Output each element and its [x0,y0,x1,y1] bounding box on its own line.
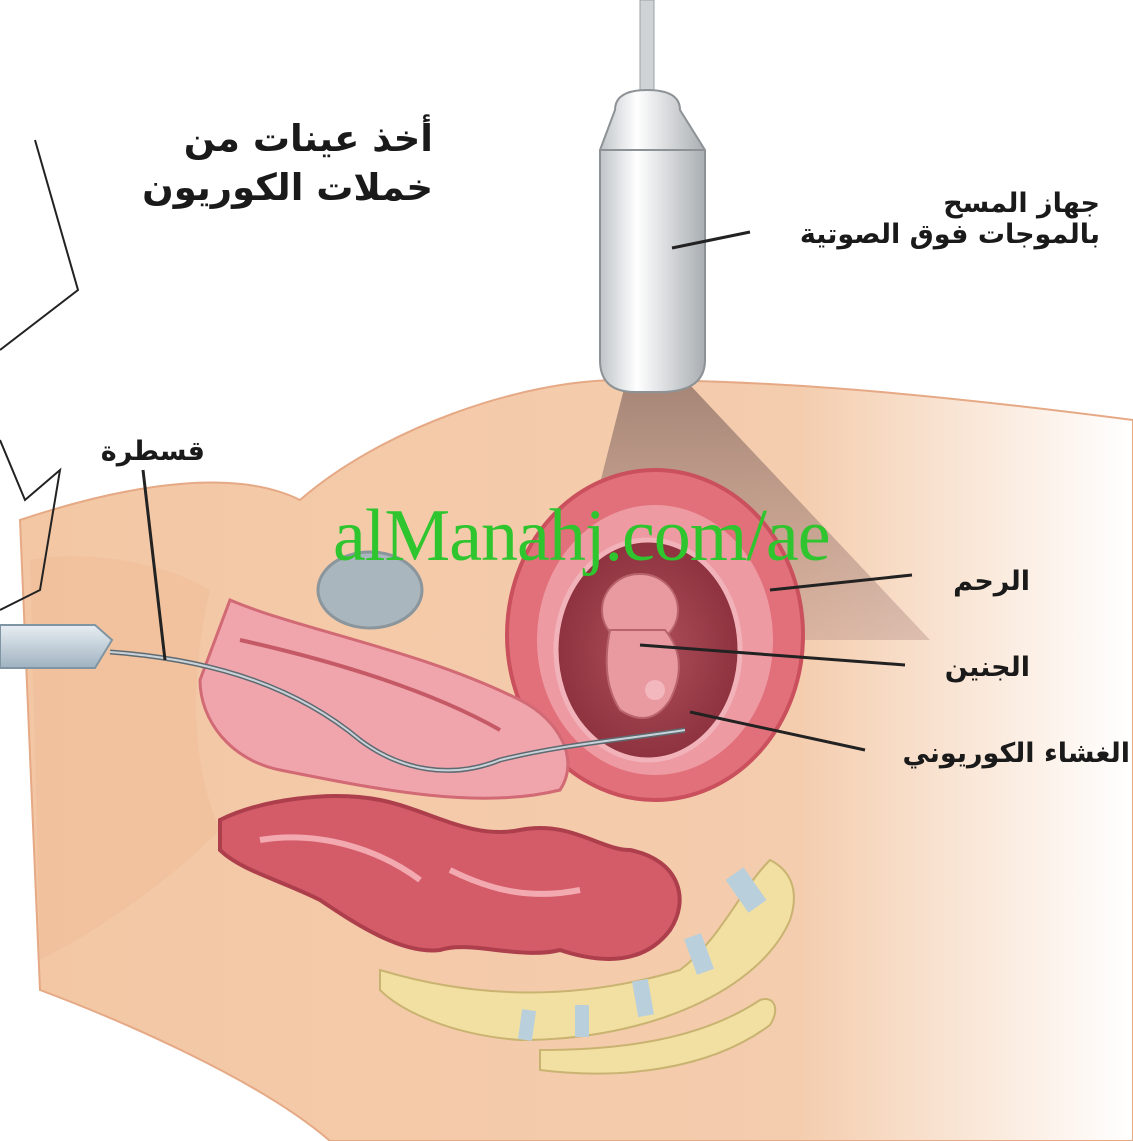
title-line-1: أخذ عينات من [115,118,433,161]
catheter-handle [0,625,112,668]
diagram-title: أخذ عينات من خملات الكوريون [115,118,433,215]
ultrasound-probe [600,90,705,392]
chorion-label: الغشاء الكوريوني [870,738,1130,769]
probe-label-line-1: جهاز المسح [755,188,1100,219]
uterus-label: الرحم [920,566,1030,597]
title-line-2: خملات الكوريون [115,167,433,210]
catheter-label: قسطرة [85,436,205,467]
fetus-label: الجنين [910,652,1030,683]
callout-outline [0,140,78,350]
probe-cable [640,0,654,95]
watermark-text: alManahj.com/ae [333,494,830,579]
probe-label: جهاز المسح بالموجات فوق الصوتية [755,188,1100,250]
probe-label-line-2: بالموجات فوق الصوتية [755,219,1100,250]
